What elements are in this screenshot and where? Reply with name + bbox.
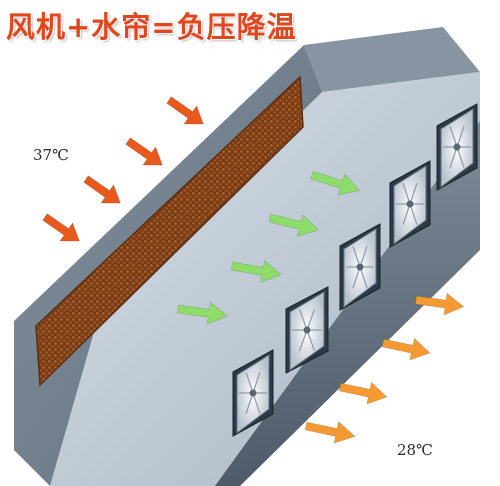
airflow-arrows (42, 96, 465, 444)
cool-air-arrow-icon (310, 170, 361, 196)
cooling-pad (35, 75, 304, 387)
exhaust-arrow-icon (414, 292, 465, 316)
exhaust-fans (232, 103, 478, 437)
hot-air-arrow-icon (42, 213, 80, 242)
diagram-title: 风机+水帘=负压降温 (6, 10, 297, 44)
exhaust-arrow-icon (304, 420, 356, 444)
exhaust-fan-icon (389, 160, 431, 248)
cool-air-arrow-icon (268, 213, 320, 237)
exhaust-fan-icon (436, 103, 478, 191)
exhaust-fan-icon (339, 223, 381, 311)
hot-air-arrow-icon (125, 137, 163, 166)
end-wall (304, 27, 480, 92)
exhaust-fan-icon (285, 286, 329, 374)
inside-temperature: 28℃ (397, 441, 433, 459)
exhaust-fan-icon (232, 349, 274, 437)
cool-air-arrow-icon (230, 259, 283, 283)
outside-temperature: 37℃ (33, 146, 69, 164)
exhaust-arrow-icon (381, 337, 431, 361)
hot-air-arrow-icon (166, 96, 204, 125)
hot-air-arrow-icon (83, 175, 121, 204)
exhaust-arrow-icon (338, 381, 388, 405)
cool-air-arrow-icon (176, 301, 229, 325)
